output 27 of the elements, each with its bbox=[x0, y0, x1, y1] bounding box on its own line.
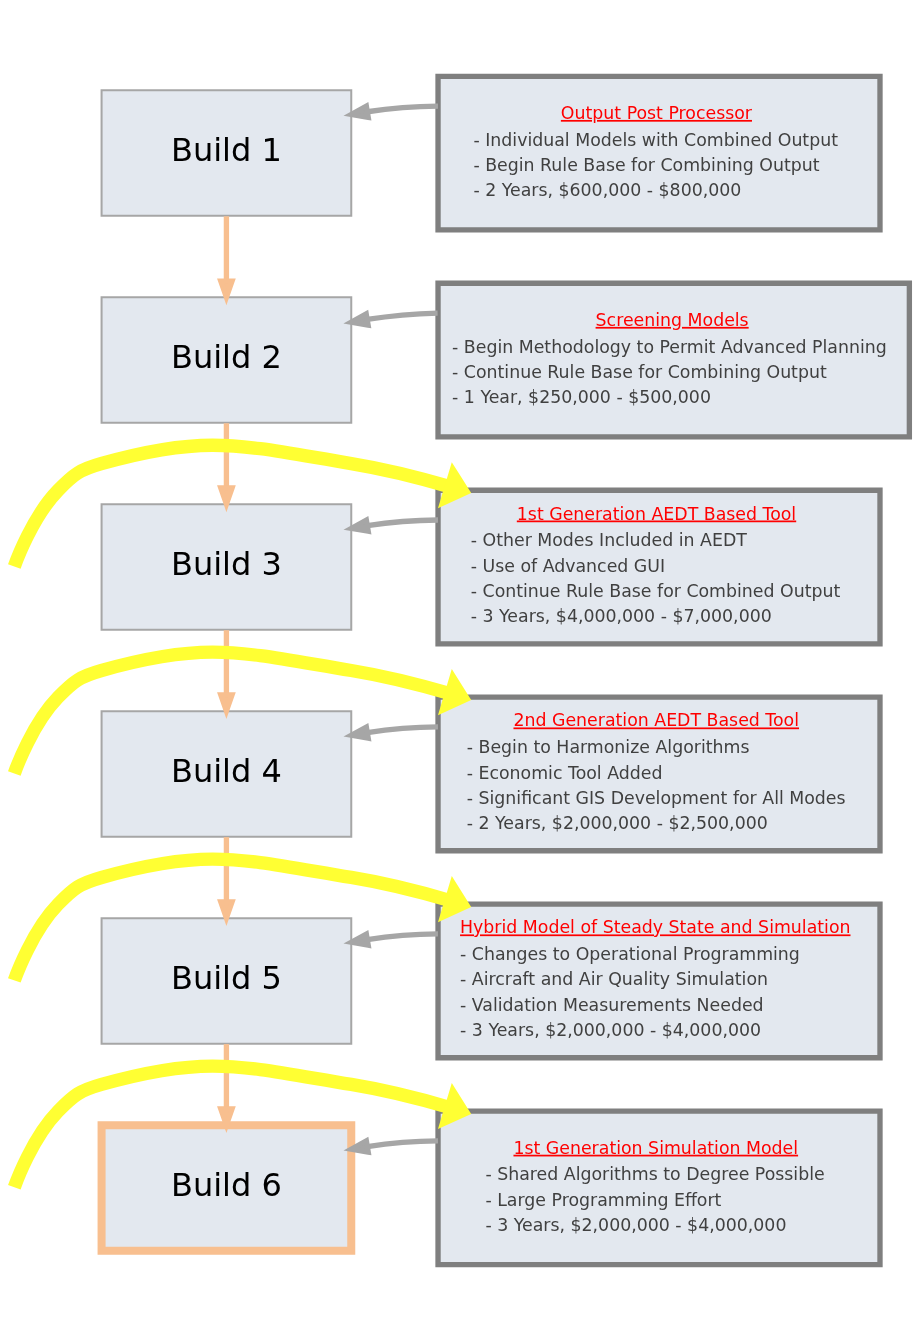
arrow bbox=[343, 309, 438, 328]
arrow bbox=[8, 1058, 472, 1190]
arrow bbox=[217, 629, 236, 719]
arrow bbox=[343, 722, 438, 741]
node-box: Build 3 bbox=[100, 502, 353, 631]
node-box: Hybrid Model of Steady State and Simulation - Changes to Operational Programming - Aircraft and Air Quality Simulation - Validation Measurements Needed - 3 Years, $2,000,000 - $4,000,000 bbox=[435, 901, 883, 1060]
node-box: Build 6 bbox=[97, 1120, 356, 1255]
arrow bbox=[217, 422, 236, 512]
node-box: Build 4 bbox=[100, 709, 353, 838]
arrow bbox=[343, 1136, 438, 1155]
arrow bbox=[8, 438, 472, 569]
node-box: Output Post Processor - Individual Models with Combined Output - Begin Rule Base for Combining Output - 2 Years, $600,000 - $800,000 bbox=[435, 73, 883, 233]
node-box: 1st Generation AEDT Based Tool - Other Modes Included in AEDT - Use of Advanced GUI - Continue Rule Base for Combined Output - 3 Years, $4,000,000 - $7,000,000 bbox=[435, 487, 883, 646]
arrow bbox=[343, 929, 438, 948]
node-box: 1st Generation Simulation Model - Shared Algorithms to Degree Possible - Large Programming Effort - 3 Years, $2,000,000 - $4,000,000 bbox=[435, 1107, 883, 1267]
node-box: Build 5 bbox=[100, 916, 353, 1045]
arrow bbox=[8, 852, 472, 983]
arrow bbox=[217, 1043, 236, 1133]
node-box: Build 1 bbox=[100, 88, 353, 217]
node-box: Build 2 bbox=[100, 295, 353, 424]
node-box: 2nd Generation AEDT Based Tool - Begin to Harmonize Algorithms - Economic Tool Added - Significant GIS Development for All Modes - 2 Years, $2,000,000 - $2,500,000 bbox=[435, 694, 883, 853]
arrow bbox=[8, 645, 472, 776]
arrow bbox=[217, 836, 236, 926]
arrow bbox=[343, 101, 438, 121]
arrow bbox=[343, 515, 438, 534]
node-box: Screening Models - Begin Methodology to Permit Advanced Planning - Continue Rule Base for Combining Output - 1 Year, $250,000 - $500,000 bbox=[435, 280, 913, 439]
arrow bbox=[217, 215, 236, 305]
